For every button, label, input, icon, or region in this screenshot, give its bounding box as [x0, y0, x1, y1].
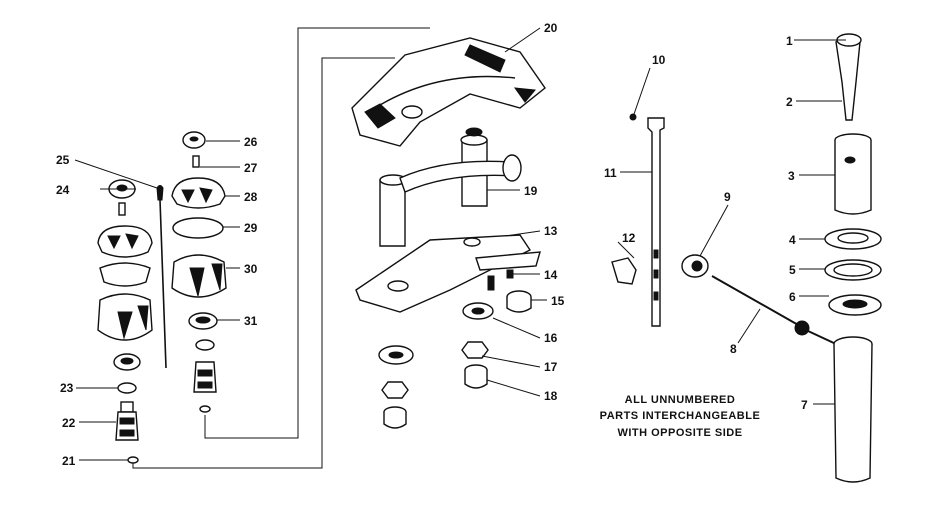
callout-23: 23: [60, 381, 74, 395]
callout-1: 1: [786, 34, 793, 48]
callout-14: 14: [544, 268, 558, 282]
callout-24: 24: [56, 183, 70, 197]
callout-25: 25: [56, 153, 70, 167]
faucet-body-assembly: [351, 37, 546, 429]
callout-2: 2: [786, 95, 793, 109]
callout-26: 26: [244, 135, 258, 149]
callout-15: 15: [551, 294, 565, 308]
note-line-2: PARTS INTERCHANGEABLE: [600, 410, 761, 422]
callout-27: 27: [244, 161, 258, 175]
callout-5: 5: [789, 263, 796, 277]
callout-18: 18: [544, 389, 558, 403]
callout-13: 13: [544, 224, 558, 238]
callout-9: 9: [724, 190, 731, 204]
callout-16: 16: [544, 331, 558, 345]
right-handle-assembly: [171, 131, 227, 413]
callout-11: 11: [604, 166, 617, 180]
interchangeable-note: ALL UNNUMBERED PARTS INTERCHANGEABLE WIT…: [600, 394, 761, 439]
callout-10: 10: [652, 53, 666, 67]
callout-28: 28: [244, 190, 258, 204]
callout-3: 3: [788, 169, 795, 183]
callout-6: 6: [789, 290, 796, 304]
callout-17: 17: [544, 360, 558, 374]
callout-19: 19: [524, 184, 538, 198]
callout-31: 31: [244, 314, 258, 328]
note-line-1: ALL UNNUMBERED: [625, 394, 736, 406]
note-line-3: WITH OPPOSITE SIDE: [617, 427, 742, 439]
leader-lines: [74, 27, 846, 461]
callout-29: 29: [244, 221, 258, 235]
callout-22: 22: [62, 416, 76, 430]
callout-4: 4: [789, 233, 796, 247]
left-handle-assembly: [97, 179, 167, 464]
callout-30: 30: [244, 262, 258, 276]
connector-lines: [132, 27, 430, 469]
callout-8: 8: [730, 342, 737, 356]
callout-7: 7: [801, 398, 808, 412]
drain-assembly: [611, 33, 882, 483]
callout-12: 12: [622, 231, 636, 245]
callout-21: 21: [62, 454, 76, 468]
callout-20: 20: [544, 21, 558, 35]
callout-labels: 25 24 23 22 21 26 27 28 29 30 31 20 19 1…: [56, 21, 808, 468]
